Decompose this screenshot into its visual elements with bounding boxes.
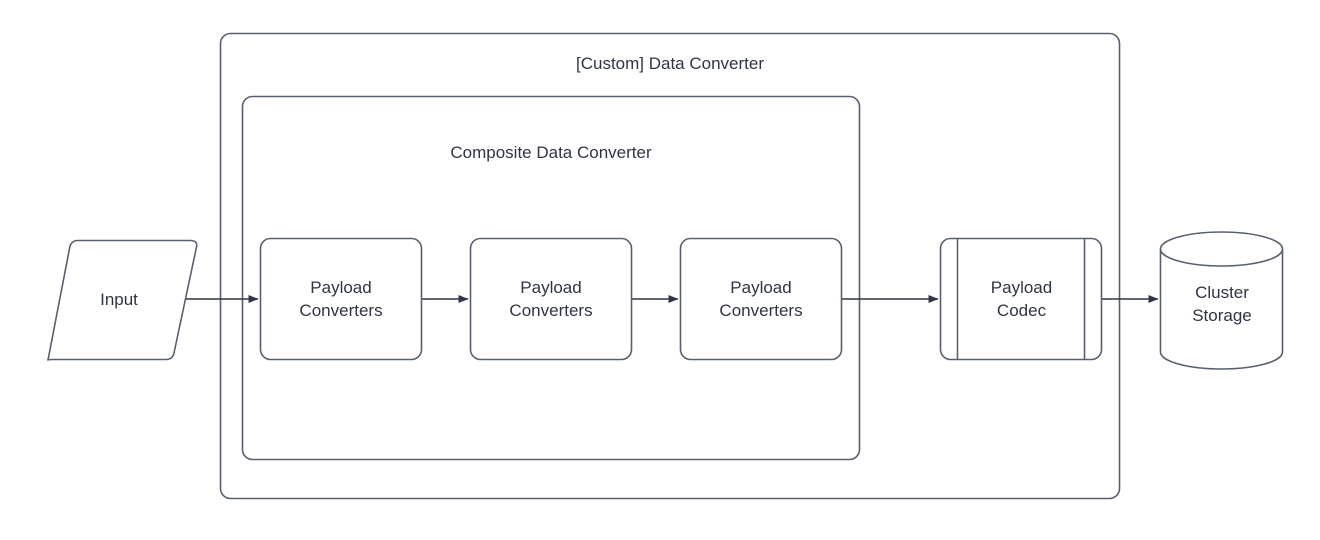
node-payload-converters-3-label: Payload Converters (719, 278, 803, 320)
container-custom-data-converter-label: [Custom] Data Converter (575, 54, 764, 73)
node-payload-converters-2-shape[interactable] (469, 237, 633, 361)
node-payload-converters-1-shape[interactable] (259, 237, 423, 361)
node-payload-converters-3-shape[interactable] (679, 237, 843, 361)
node-cluster-storage-shape[interactable] (1159, 231, 1284, 370)
node-payload-codec-label: Payload Codec (990, 278, 1053, 320)
node-payload-codec-shape[interactable] (939, 237, 1103, 361)
node-payload-converters-1-label: Payload Converters (299, 278, 383, 320)
container-composite-data-converter-label: Composite Data Converter (450, 143, 652, 162)
node-input-label: Input (100, 290, 138, 309)
node-cluster-storage-label: Cluster Storage (1192, 283, 1252, 325)
node-input-shape[interactable] (46, 239, 198, 361)
node-payload-converters-2-label: Payload Converters (509, 278, 593, 320)
